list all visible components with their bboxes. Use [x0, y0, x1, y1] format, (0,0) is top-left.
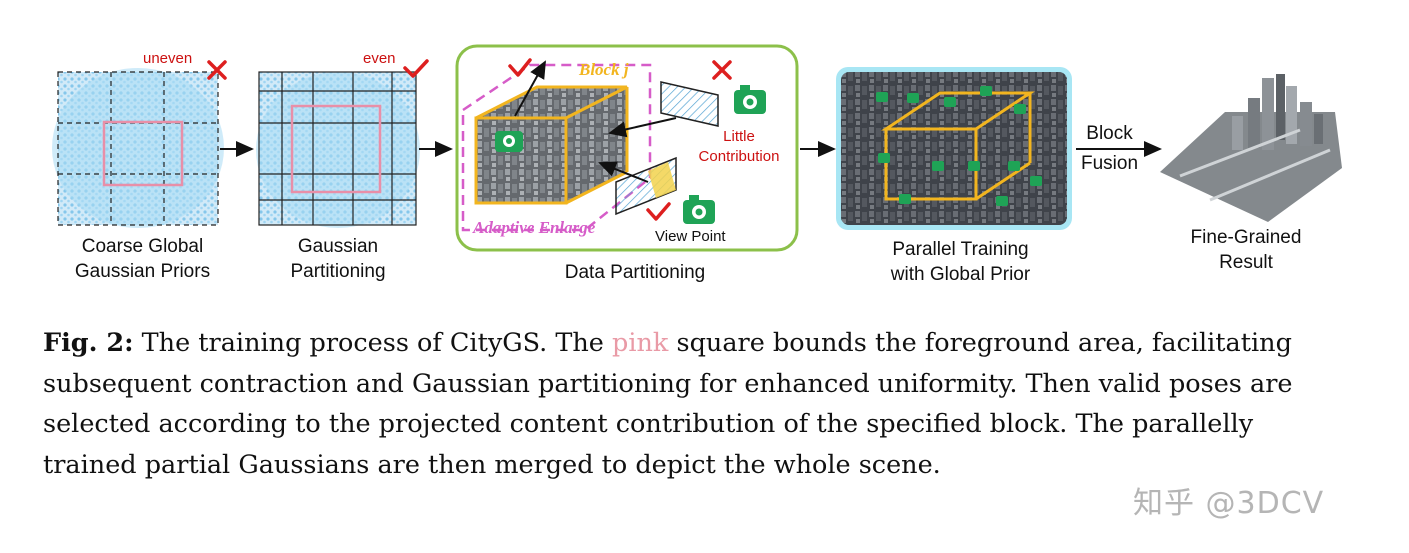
camera-icon — [734, 85, 766, 114]
watermark-logo: 知乎 @3DCV — [1133, 486, 1325, 521]
fusion-line2: Fusion — [1080, 153, 1139, 174]
stage4-label-line2: with Global Prior — [890, 264, 1031, 285]
stage2-label: Gaussian Partitioning — [268, 234, 408, 284]
caption-text-2: square bounds the foreground area, facil… — [43, 328, 1293, 480]
stage4-panel — [836, 67, 1072, 230]
stage3-panel — [455, 44, 799, 252]
stage3-label: Data Partitioning — [564, 262, 706, 283]
stage2-label-line2: Partitioning — [290, 261, 386, 282]
stage5-label: Fine-Grained Result — [1170, 225, 1322, 275]
stage4-label-line1: Parallel Training — [892, 239, 1029, 260]
stage5-city-render — [1160, 74, 1342, 222]
stage5-label-line1: Fine-Grained — [1190, 227, 1302, 248]
stage2-point-cloud — [256, 71, 420, 228]
cross-icon — [712, 60, 732, 80]
stage1-label: Coarse Global Gaussian Priors — [55, 234, 230, 284]
stage4-label: Parallel Training with Global Prior — [858, 237, 1063, 287]
little-contribution-label: Little Contribution — [694, 127, 784, 167]
little-line1: Little — [723, 128, 755, 145]
stage1-point-cloud — [52, 68, 224, 228]
stage5-label-line2: Result — [1219, 252, 1273, 273]
block-j-label: Block j — [579, 60, 629, 79]
stage2-label-line1: Gaussian — [297, 236, 379, 257]
adaptive-enlarge-label: Adaptive Enlarge — [473, 218, 596, 237]
fusion-label: Block Fusion — [1072, 121, 1147, 176]
stage1-label-line1: Coarse Global — [81, 236, 204, 257]
figure-caption: Fig. 2: The training process of CityGS. … — [43, 323, 1318, 485]
caption-fig-number: Fig. 2: — [43, 328, 134, 358]
check-icon — [508, 58, 532, 77]
uneven-cross-icon — [207, 60, 227, 80]
uneven-label: uneven — [143, 50, 193, 67]
fusion-line1: Block — [1086, 123, 1133, 144]
camera-icon — [683, 195, 715, 224]
stage1-label-line2: Gaussian Priors — [74, 261, 211, 282]
caption-pink-word: pink — [612, 328, 669, 358]
even-label: even — [363, 50, 396, 67]
little-line2: Contribution — [698, 148, 780, 165]
view-point-label: View Point — [655, 228, 726, 245]
caption-text-1: The training process of CityGS. The — [133, 328, 613, 358]
camera-icon — [495, 131, 523, 152]
check-icon — [646, 202, 671, 221]
training-pipeline-figure — [52, 44, 1342, 252]
even-check-icon — [403, 59, 429, 78]
